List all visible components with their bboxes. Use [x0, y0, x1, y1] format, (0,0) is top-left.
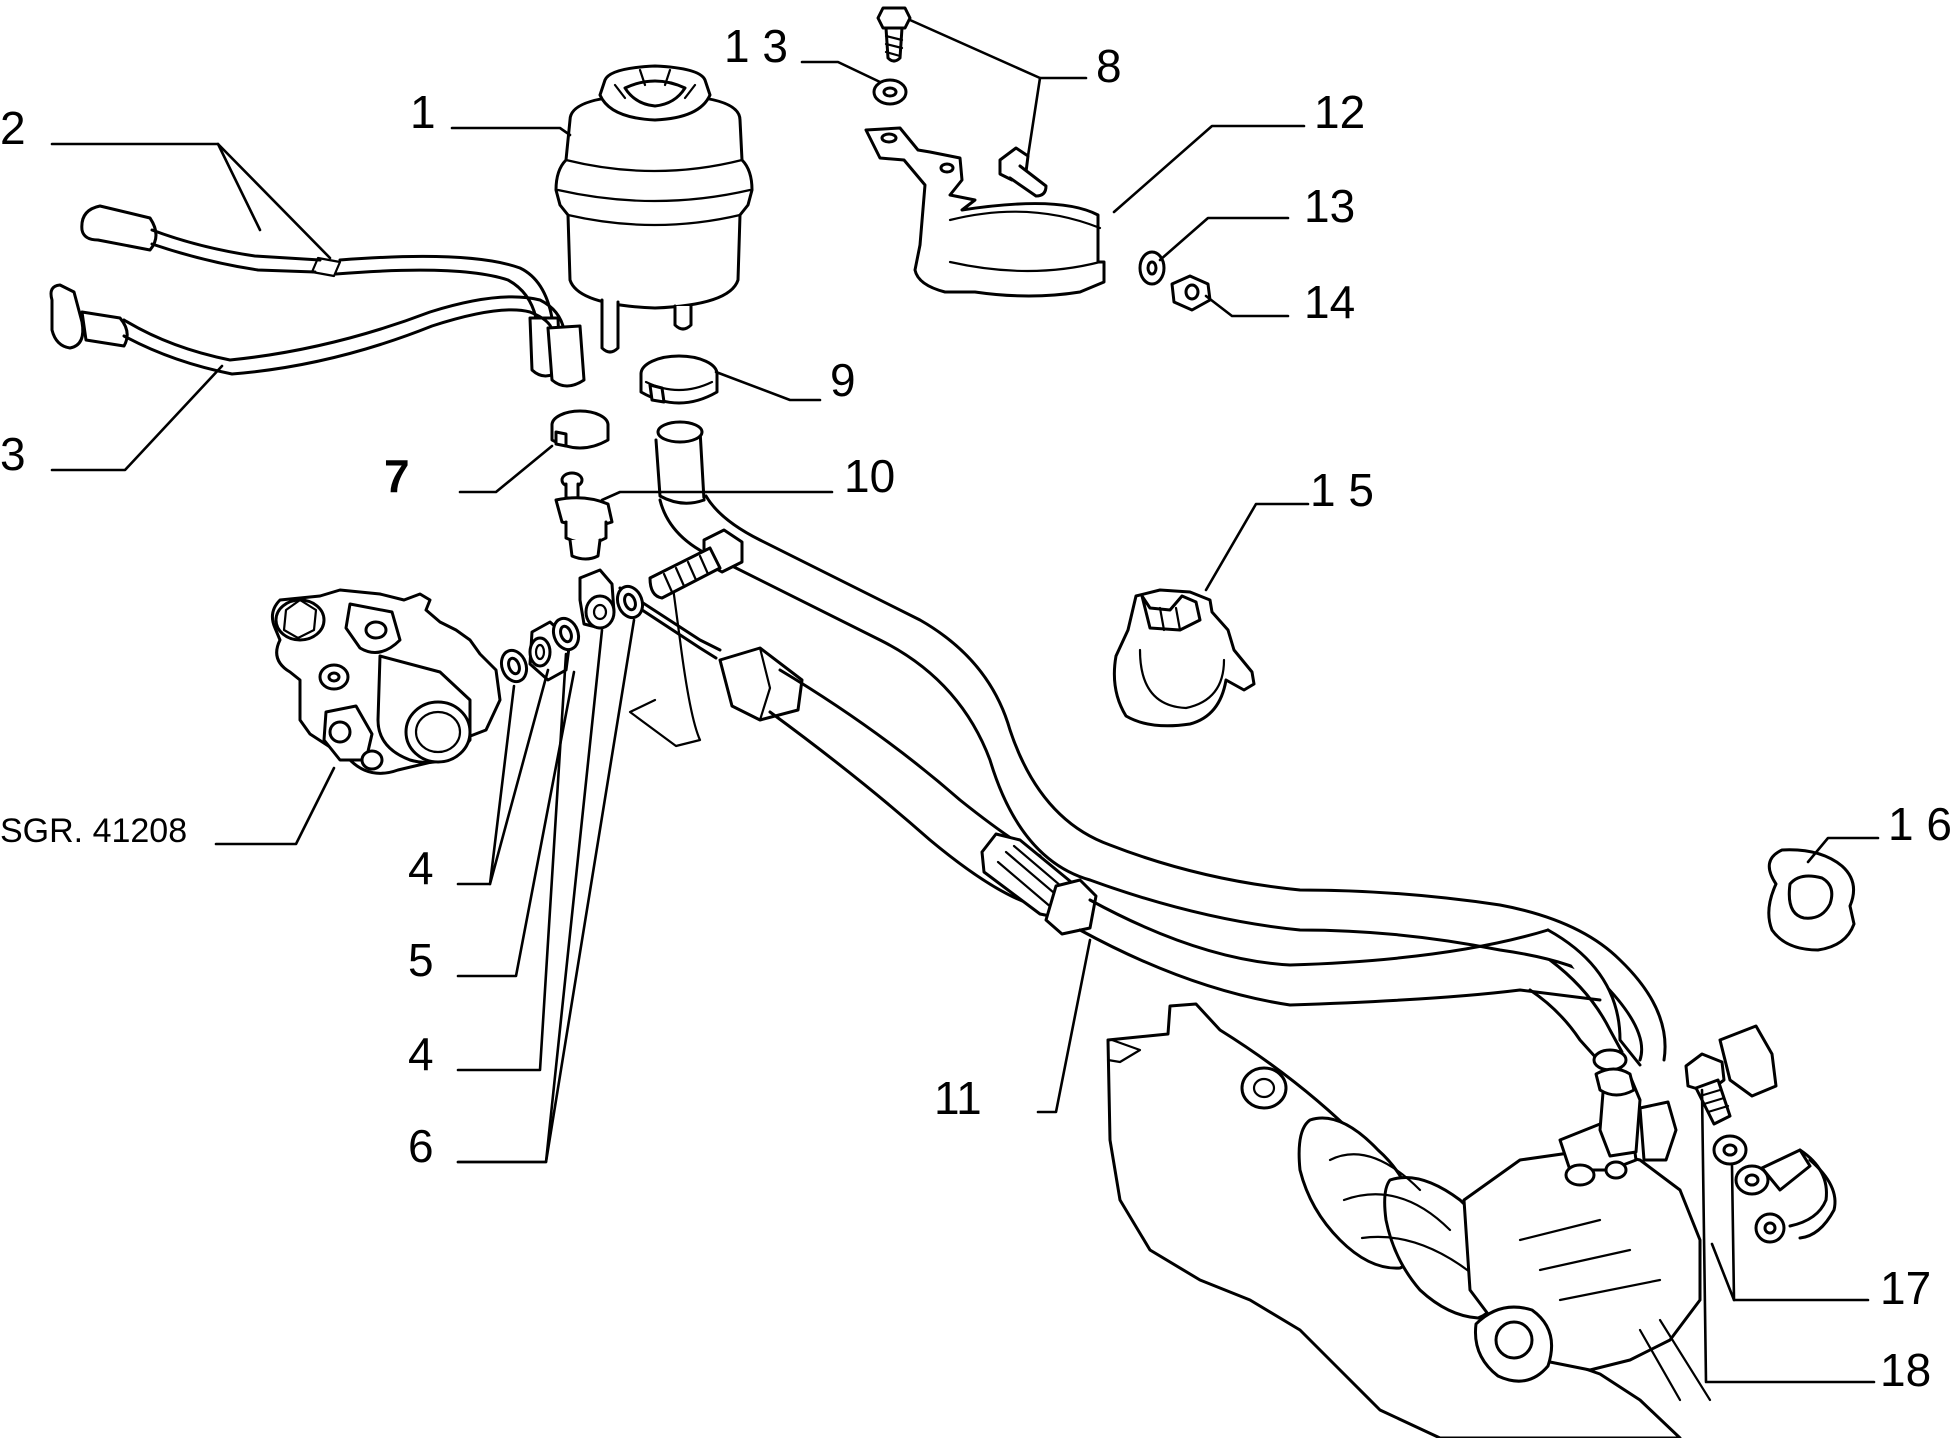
banjo-union-pipe — [1788, 1148, 1837, 1240]
callout-12: 12 — [1314, 86, 1365, 138]
callout-4: 4 — [408, 842, 434, 894]
callout-3: 3 — [0, 428, 26, 480]
callout-4: 4 — [408, 1028, 434, 1080]
pressure-switch — [554, 471, 614, 561]
sealing-washer — [615, 584, 645, 620]
callout-14: 14 — [1304, 276, 1355, 328]
callout-9: 9 — [830, 354, 856, 406]
steering-pump — [270, 588, 502, 775]
return-hose — [654, 420, 1667, 1067]
sealing-washer — [551, 616, 581, 652]
banjo-union — [1734, 1148, 1812, 1196]
hose-clamp — [639, 354, 719, 405]
electrical-cables — [49, 204, 586, 388]
leader-lines — [50, 18, 1880, 1384]
callout-10: 10 — [844, 450, 895, 502]
callout-6: 6 — [408, 1120, 434, 1172]
sealing-washer — [1754, 1212, 1786, 1244]
bolt — [876, 6, 912, 63]
fluid-reservoir — [554, 64, 754, 354]
hose-clip — [1112, 588, 1256, 728]
callout-2: 2 — [0, 102, 26, 154]
hose-stub — [1528, 958, 1628, 1072]
callout-7: 7 — [384, 450, 410, 502]
grommet — [1767, 848, 1856, 952]
hose-clamp — [550, 409, 610, 450]
callout-13: 1 3 — [724, 20, 788, 72]
callout-13: 13 — [1304, 180, 1355, 232]
callout-1: 1 — [410, 86, 436, 138]
callout-15: 1 5 — [1310, 464, 1374, 516]
callout-17: 17 — [1880, 1262, 1931, 1314]
callout-18: 18 — [1880, 1344, 1931, 1396]
banjo-bolt — [648, 528, 744, 600]
steering-rack — [1106, 1002, 1712, 1438]
callout-16: 1 6 — [1888, 798, 1952, 850]
bolt — [998, 146, 1048, 198]
callout-11: 11 — [934, 1072, 982, 1124]
callout-5: 5 — [408, 934, 434, 986]
banjo-union — [578, 568, 616, 630]
reservoir-bracket — [864, 126, 1106, 298]
washer — [1138, 250, 1166, 286]
washer — [872, 78, 908, 106]
pump-reference-label: SGR. 41208 — [0, 812, 187, 850]
hose-end-fitting — [1718, 1024, 1778, 1098]
sealing-washer — [1712, 1134, 1748, 1166]
sealing-washer — [499, 648, 529, 684]
callout-8: 8 — [1096, 40, 1122, 92]
pressure-line — [618, 578, 1602, 1007]
nut — [1170, 274, 1212, 312]
banjo-bolt — [1684, 1052, 1732, 1126]
